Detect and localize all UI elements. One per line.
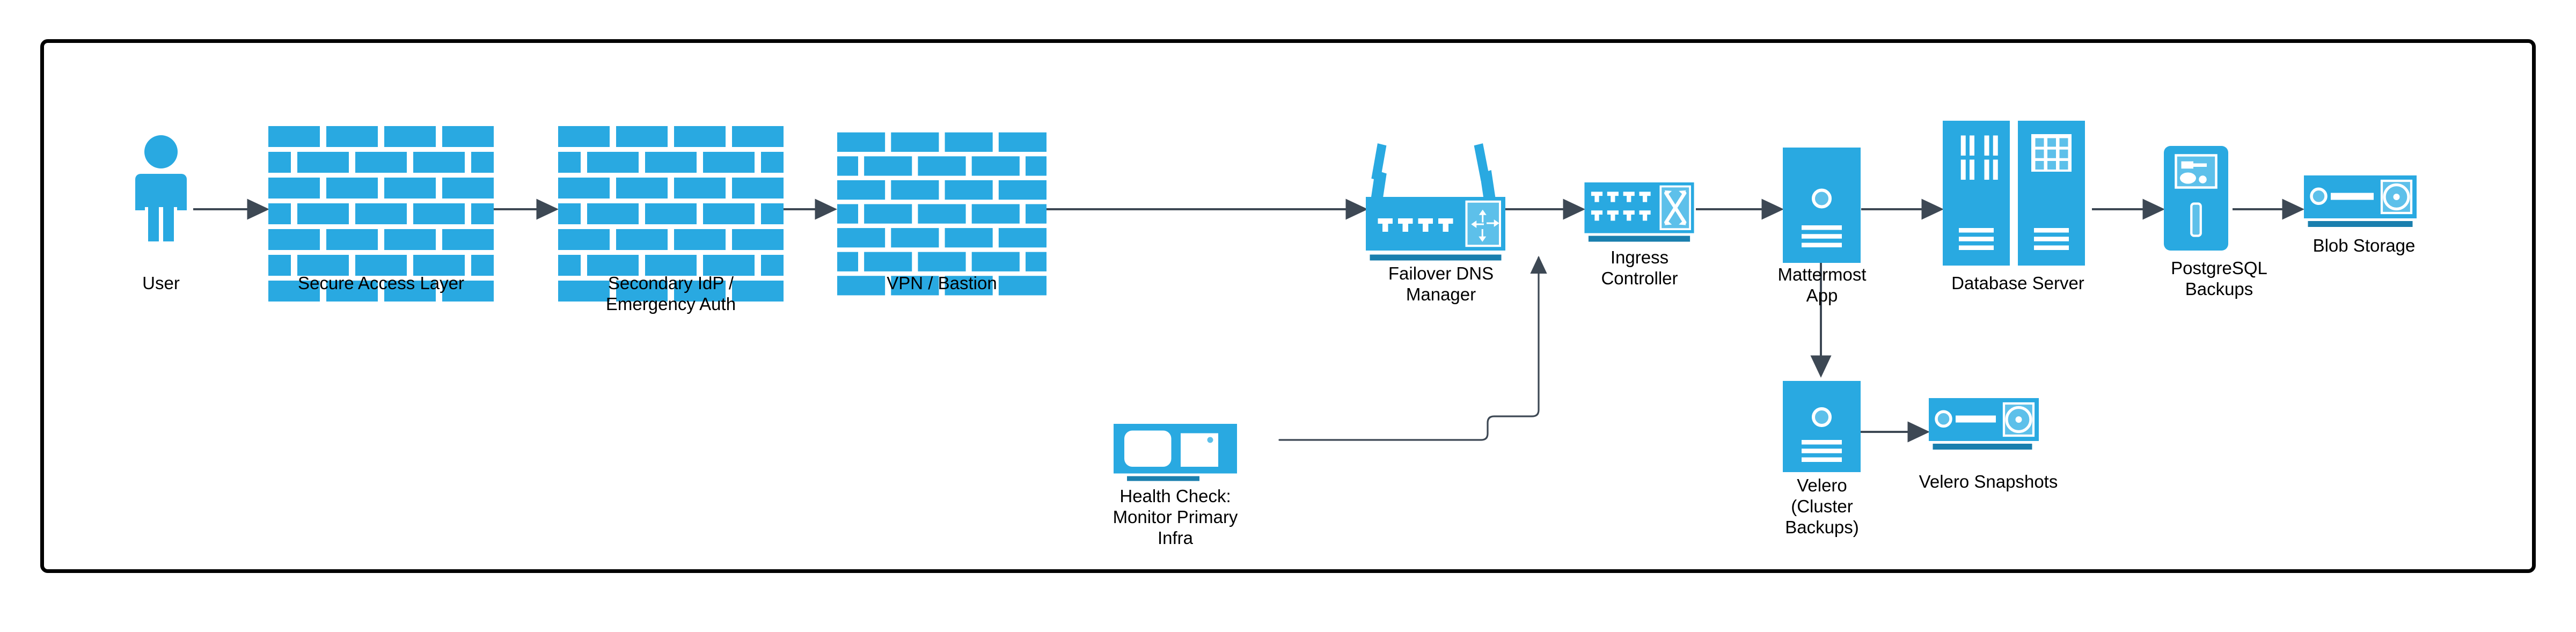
firewall-brick-icon (558, 126, 784, 302)
label-secondary-idp: Secondary IdP / Emergency Auth (605, 273, 736, 314)
firewall-brick-icon (268, 126, 494, 302)
database-rack-icon (1943, 121, 2085, 266)
node-failover-dns-manager[interactable] (1360, 141, 1519, 261)
label-vpn-bastion: VPN / Bastion (887, 273, 997, 293)
node-user[interactable] (129, 134, 193, 241)
label-failover-dns-manager: Failover DNS Manager (1388, 263, 1494, 304)
node-ingress-controller[interactable] (1584, 182, 1694, 242)
label-blob-storage: Blob Storage (2312, 236, 2416, 255)
label-health-check: Health Check: Monitor Primary Infra (1113, 486, 1238, 548)
label-postgresql-backups: PostgreSQL Backups (2171, 258, 2267, 299)
node-secure-access-layer[interactable] (268, 126, 494, 303)
network-switch-icon (1584, 182, 1694, 242)
server-tower-icon (1783, 381, 1861, 472)
label-velero-snapshots: Velero Snapshots (1919, 472, 2058, 491)
node-velero-snapshots[interactable] (1929, 398, 2039, 454)
label-database-server: Database Server (1951, 273, 2084, 293)
node-secondary-idp[interactable] (558, 126, 784, 303)
node-vpn-bastion[interactable] (837, 126, 1046, 303)
label-secure-access-layer: Secure Access Layer (298, 273, 464, 293)
node-postgresql-backups[interactable] (2164, 146, 2228, 251)
wireless-router-icon (1366, 143, 1505, 261)
backup-tower-icon (2164, 146, 2228, 251)
blob-storage-icon (1929, 398, 2039, 450)
monitoring-display-icon (1114, 424, 1237, 481)
label-ingress-controller: Ingress Controller (1601, 247, 1678, 288)
node-velero[interactable] (1783, 381, 1861, 472)
node-mattermost-app[interactable] (1783, 148, 1861, 263)
diagram-boundary-frame (40, 39, 2536, 573)
server-tower-icon (1783, 148, 1861, 263)
node-database-server[interactable] (1943, 121, 2093, 266)
node-health-check[interactable] (1114, 424, 1237, 483)
firewall-brick-icon (837, 132, 1046, 296)
node-blob-storage[interactable] (2304, 175, 2417, 232)
blob-storage-icon (2304, 175, 2417, 227)
label-user: User (142, 273, 180, 293)
label-velero: Velero (Cluster Backups) (1785, 475, 1859, 537)
label-mattermost-app: Mattermost App (1777, 264, 1867, 305)
user-actor-icon (135, 135, 187, 241)
